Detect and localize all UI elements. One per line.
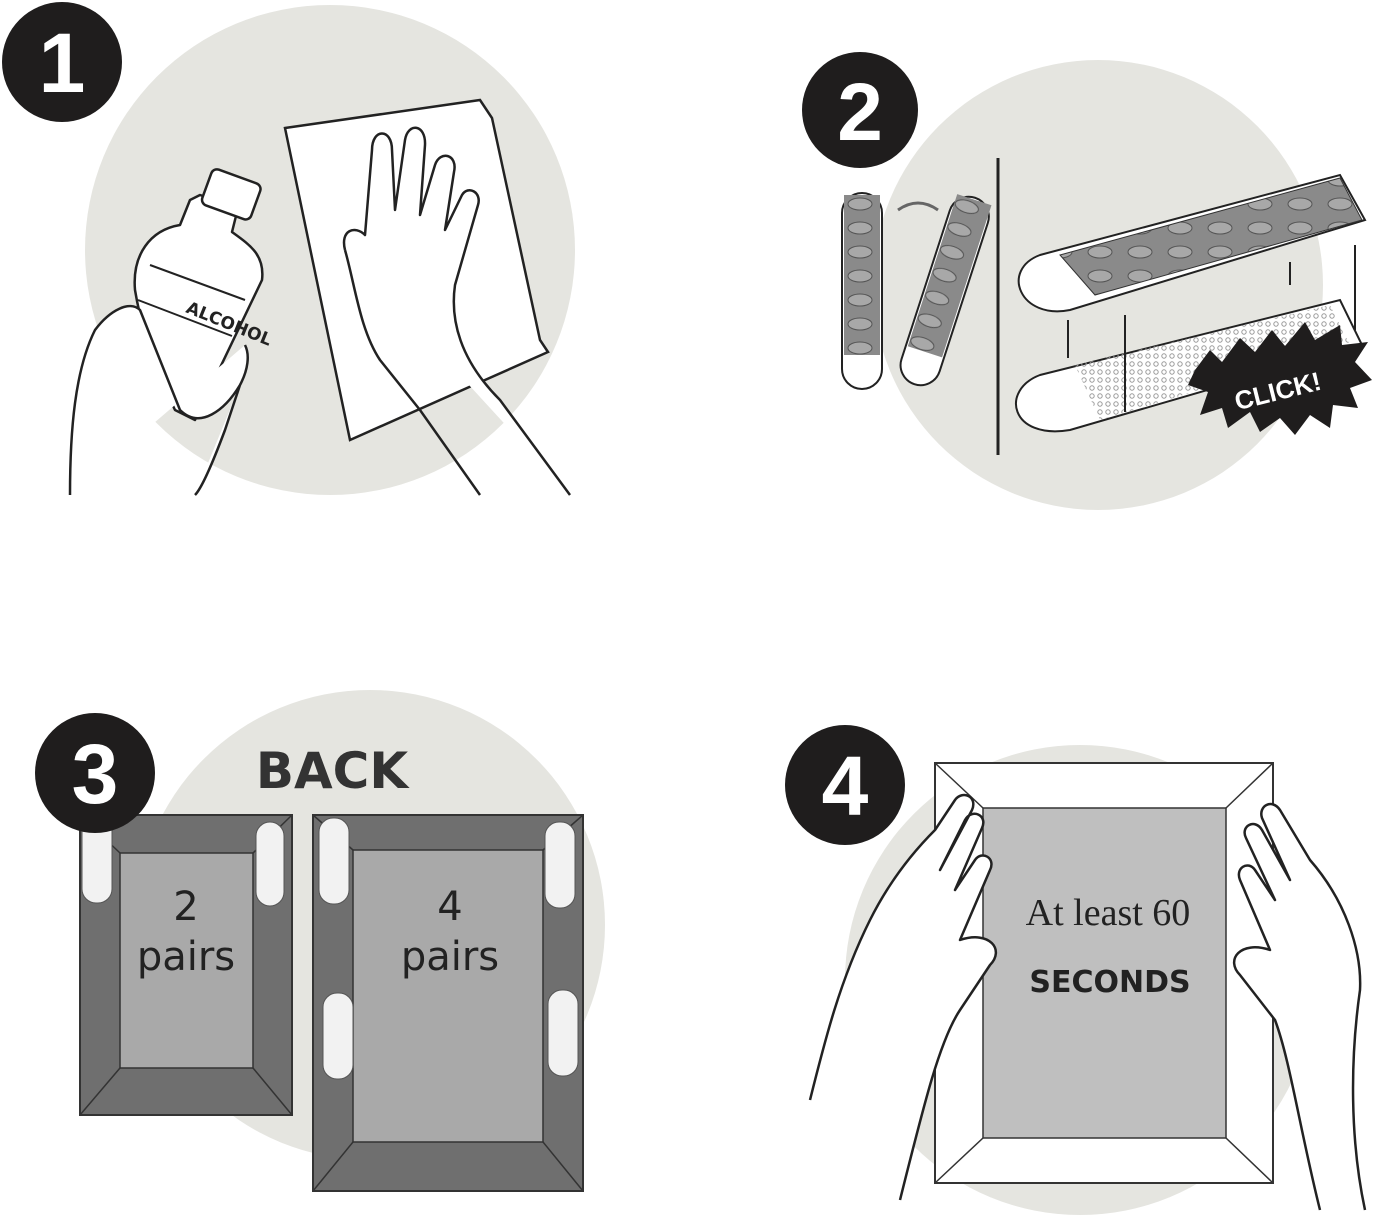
- step-3-badge: 3: [35, 713, 155, 833]
- step-4-number: 4: [822, 739, 869, 833]
- step-2-number: 2: [837, 67, 883, 158]
- large-frame-unit: pairs: [401, 934, 499, 980]
- strip-icon: [841, 192, 883, 390]
- small-frame-count: 2: [173, 884, 198, 930]
- back-heading: BACK: [256, 742, 411, 800]
- step-3-panel: BACK 2 pairs 4 pairs: [35, 690, 605, 1192]
- step-4-panel: At least 60 SECONDS 4: [785, 725, 1367, 1215]
- step-1-number: 1: [39, 16, 86, 110]
- large-frame-count: 4: [437, 884, 462, 930]
- duration-line: At least 60: [1026, 892, 1191, 934]
- holding-hand-icon: [68, 304, 249, 496]
- click-burst-icon: CLICK!: [1188, 322, 1372, 435]
- step-2-panel: CLICK! 2: [802, 52, 1372, 510]
- picture-frame-icon-large: 4 pairs: [312, 814, 584, 1192]
- picture-frame-icon: At least 60 SECONDS: [934, 762, 1274, 1184]
- step-2-badge: 2: [802, 52, 918, 168]
- step-1-badge: 1: [2, 2, 122, 122]
- step-4-badge: 4: [785, 725, 905, 845]
- strip-icon-rotated: [899, 194, 992, 387]
- duration-unit: SECONDS: [1029, 965, 1190, 1000]
- picture-frame-icon-small: 2 pairs: [79, 814, 293, 1116]
- small-frame-unit: pairs: [137, 934, 235, 980]
- wiping-hand-icon: [283, 98, 572, 496]
- step-3-number: 3: [72, 727, 119, 821]
- pressing-hands-icon: [808, 793, 1367, 1211]
- step-1-panel: ALCOHOL 1: [2, 2, 575, 496]
- swap-arrow-icon: [897, 201, 939, 212]
